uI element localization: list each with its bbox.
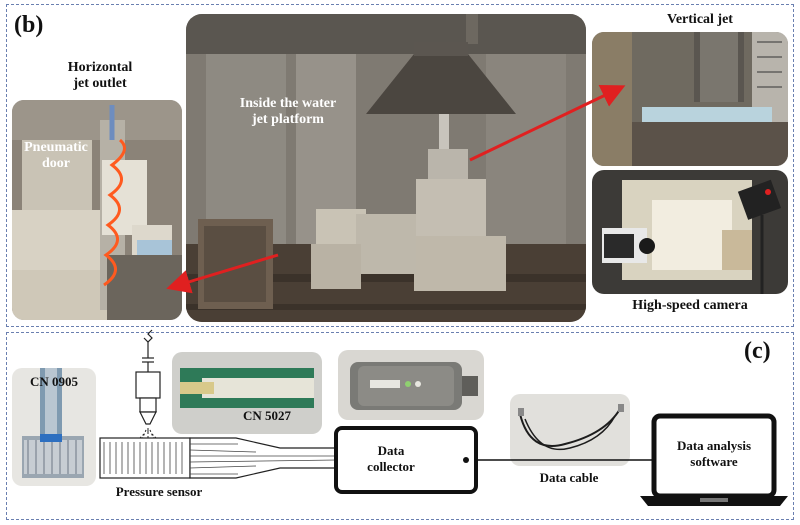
photo-vertical-jet (592, 32, 788, 166)
photo-sensor-cn-5027 (172, 352, 322, 434)
caption-data-cable: Data cable (524, 470, 614, 486)
panel-c-frame (6, 332, 794, 520)
caption-inside-platform-text: Inside the water jet platform (239, 96, 337, 127)
caption-cn-0905: CN 0905 (14, 374, 94, 390)
caption-cn-0905-text: CN 0905 (29, 374, 79, 389)
caption-horizontal-jet-outlet: Horizontal jet outlet (40, 60, 160, 92)
panel-b-frame (6, 4, 794, 327)
caption-data-collector-text: Data collector (367, 443, 415, 474)
caption-pressure-sensor-text: Pressure sensor (115, 484, 203, 499)
caption-data-cable-text: Data cable (539, 470, 599, 485)
photo-sensor-cn-0905 (12, 368, 96, 486)
caption-cn-5027: CN 5027 (222, 408, 312, 424)
photo-water-jet-platform (186, 14, 586, 322)
caption-data-analysis-software: Data analysis software (662, 438, 766, 470)
caption-data-collector: Data collector (356, 443, 426, 475)
photo-high-speed-camera (592, 170, 788, 294)
panel-b-label: (b) (14, 12, 44, 38)
caption-vertical-jet-text: Vertical jet (667, 12, 733, 27)
photo-horizontal-jet-outlet (12, 100, 182, 320)
photo-data-cable (510, 394, 630, 466)
caption-pneumatic-door: Pneumatic door (16, 140, 96, 172)
panel-c-label: (c) (744, 338, 771, 364)
caption-high-speed-camera: High-speed camera (615, 298, 765, 314)
caption-vertical-jet: Vertical jet (640, 12, 760, 28)
caption-high-speed-camera-text: High-speed camera (632, 298, 748, 313)
caption-data-analysis-software-text: Data analysis software (676, 438, 752, 469)
caption-pneumatic-door-text: Pneumatic door (24, 140, 88, 171)
photo-data-collector-device (338, 350, 484, 420)
caption-inside-platform: Inside the water jet platform (228, 96, 348, 128)
caption-horizontal-jet-outlet-text: Horizontal jet outlet (67, 60, 133, 91)
caption-pressure-sensor: Pressure sensor (104, 484, 214, 500)
caption-cn-5027-text: CN 5027 (242, 408, 292, 423)
